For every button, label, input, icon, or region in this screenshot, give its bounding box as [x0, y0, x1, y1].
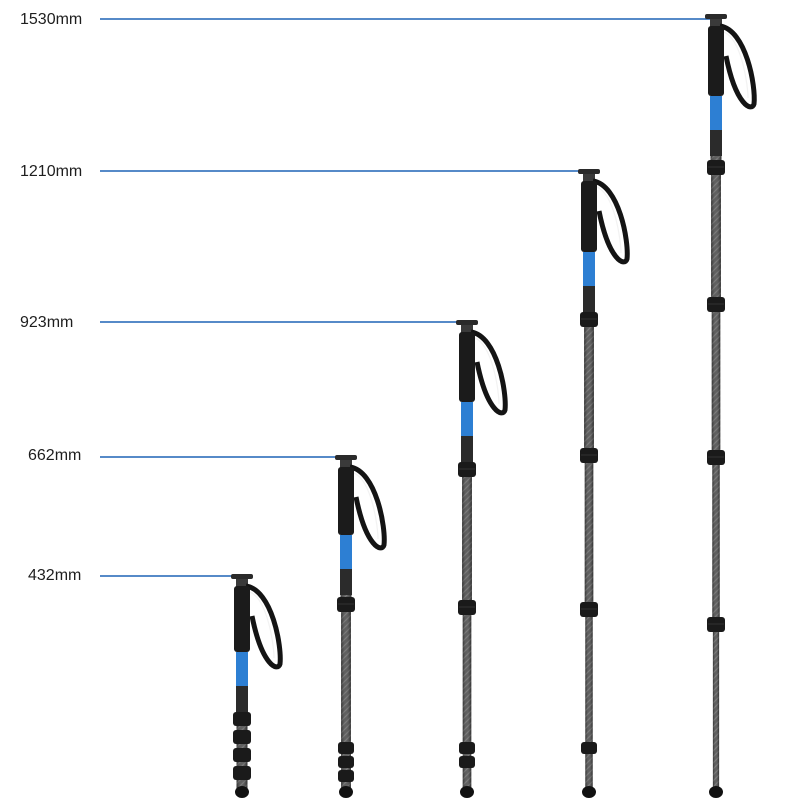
height-label-1530: 1530mm: [20, 11, 83, 28]
rubber-foot: [709, 786, 723, 798]
brand-band: [340, 535, 352, 569]
monopod-662: [335, 455, 387, 798]
monopod-1530: [705, 14, 757, 798]
brand-band: [583, 252, 595, 286]
twist-lock: [338, 756, 354, 768]
twist-lock: [233, 730, 251, 744]
grip: [234, 586, 250, 652]
monopod-432: [231, 574, 283, 798]
brand-band: [236, 652, 248, 686]
monopod-923: [456, 320, 508, 798]
twist-lock: [233, 712, 251, 726]
twist-lock: [338, 742, 354, 754]
rubber-foot: [339, 786, 353, 798]
grip: [459, 332, 475, 402]
height-label-1210: 1210mm: [20, 163, 83, 180]
brand-band: [461, 402, 473, 436]
twist-lock: [459, 756, 475, 768]
wrist-strap-icon: [592, 178, 630, 265]
twist-lock: [233, 748, 251, 762]
wrist-strap-icon: [719, 23, 757, 110]
wrist-strap-icon: [470, 329, 508, 416]
height-label-662: 662mm: [28, 447, 82, 464]
height-label-432: 432mm: [28, 567, 82, 584]
grip: [581, 181, 597, 252]
brand-band: [710, 96, 722, 130]
height-label-923: 923mm: [20, 314, 74, 331]
grip: [338, 467, 354, 535]
rubber-foot: [235, 786, 249, 798]
rubber-foot: [460, 786, 474, 798]
wrist-strap-icon: [349, 464, 387, 551]
wrist-strap-icon: [245, 583, 283, 670]
twist-lock: [459, 742, 475, 754]
grip: [708, 26, 724, 96]
twist-lock: [233, 766, 251, 780]
monopod-1210: [578, 169, 630, 798]
twist-lock: [581, 742, 597, 754]
twist-lock: [338, 770, 354, 782]
rubber-foot: [582, 786, 596, 798]
